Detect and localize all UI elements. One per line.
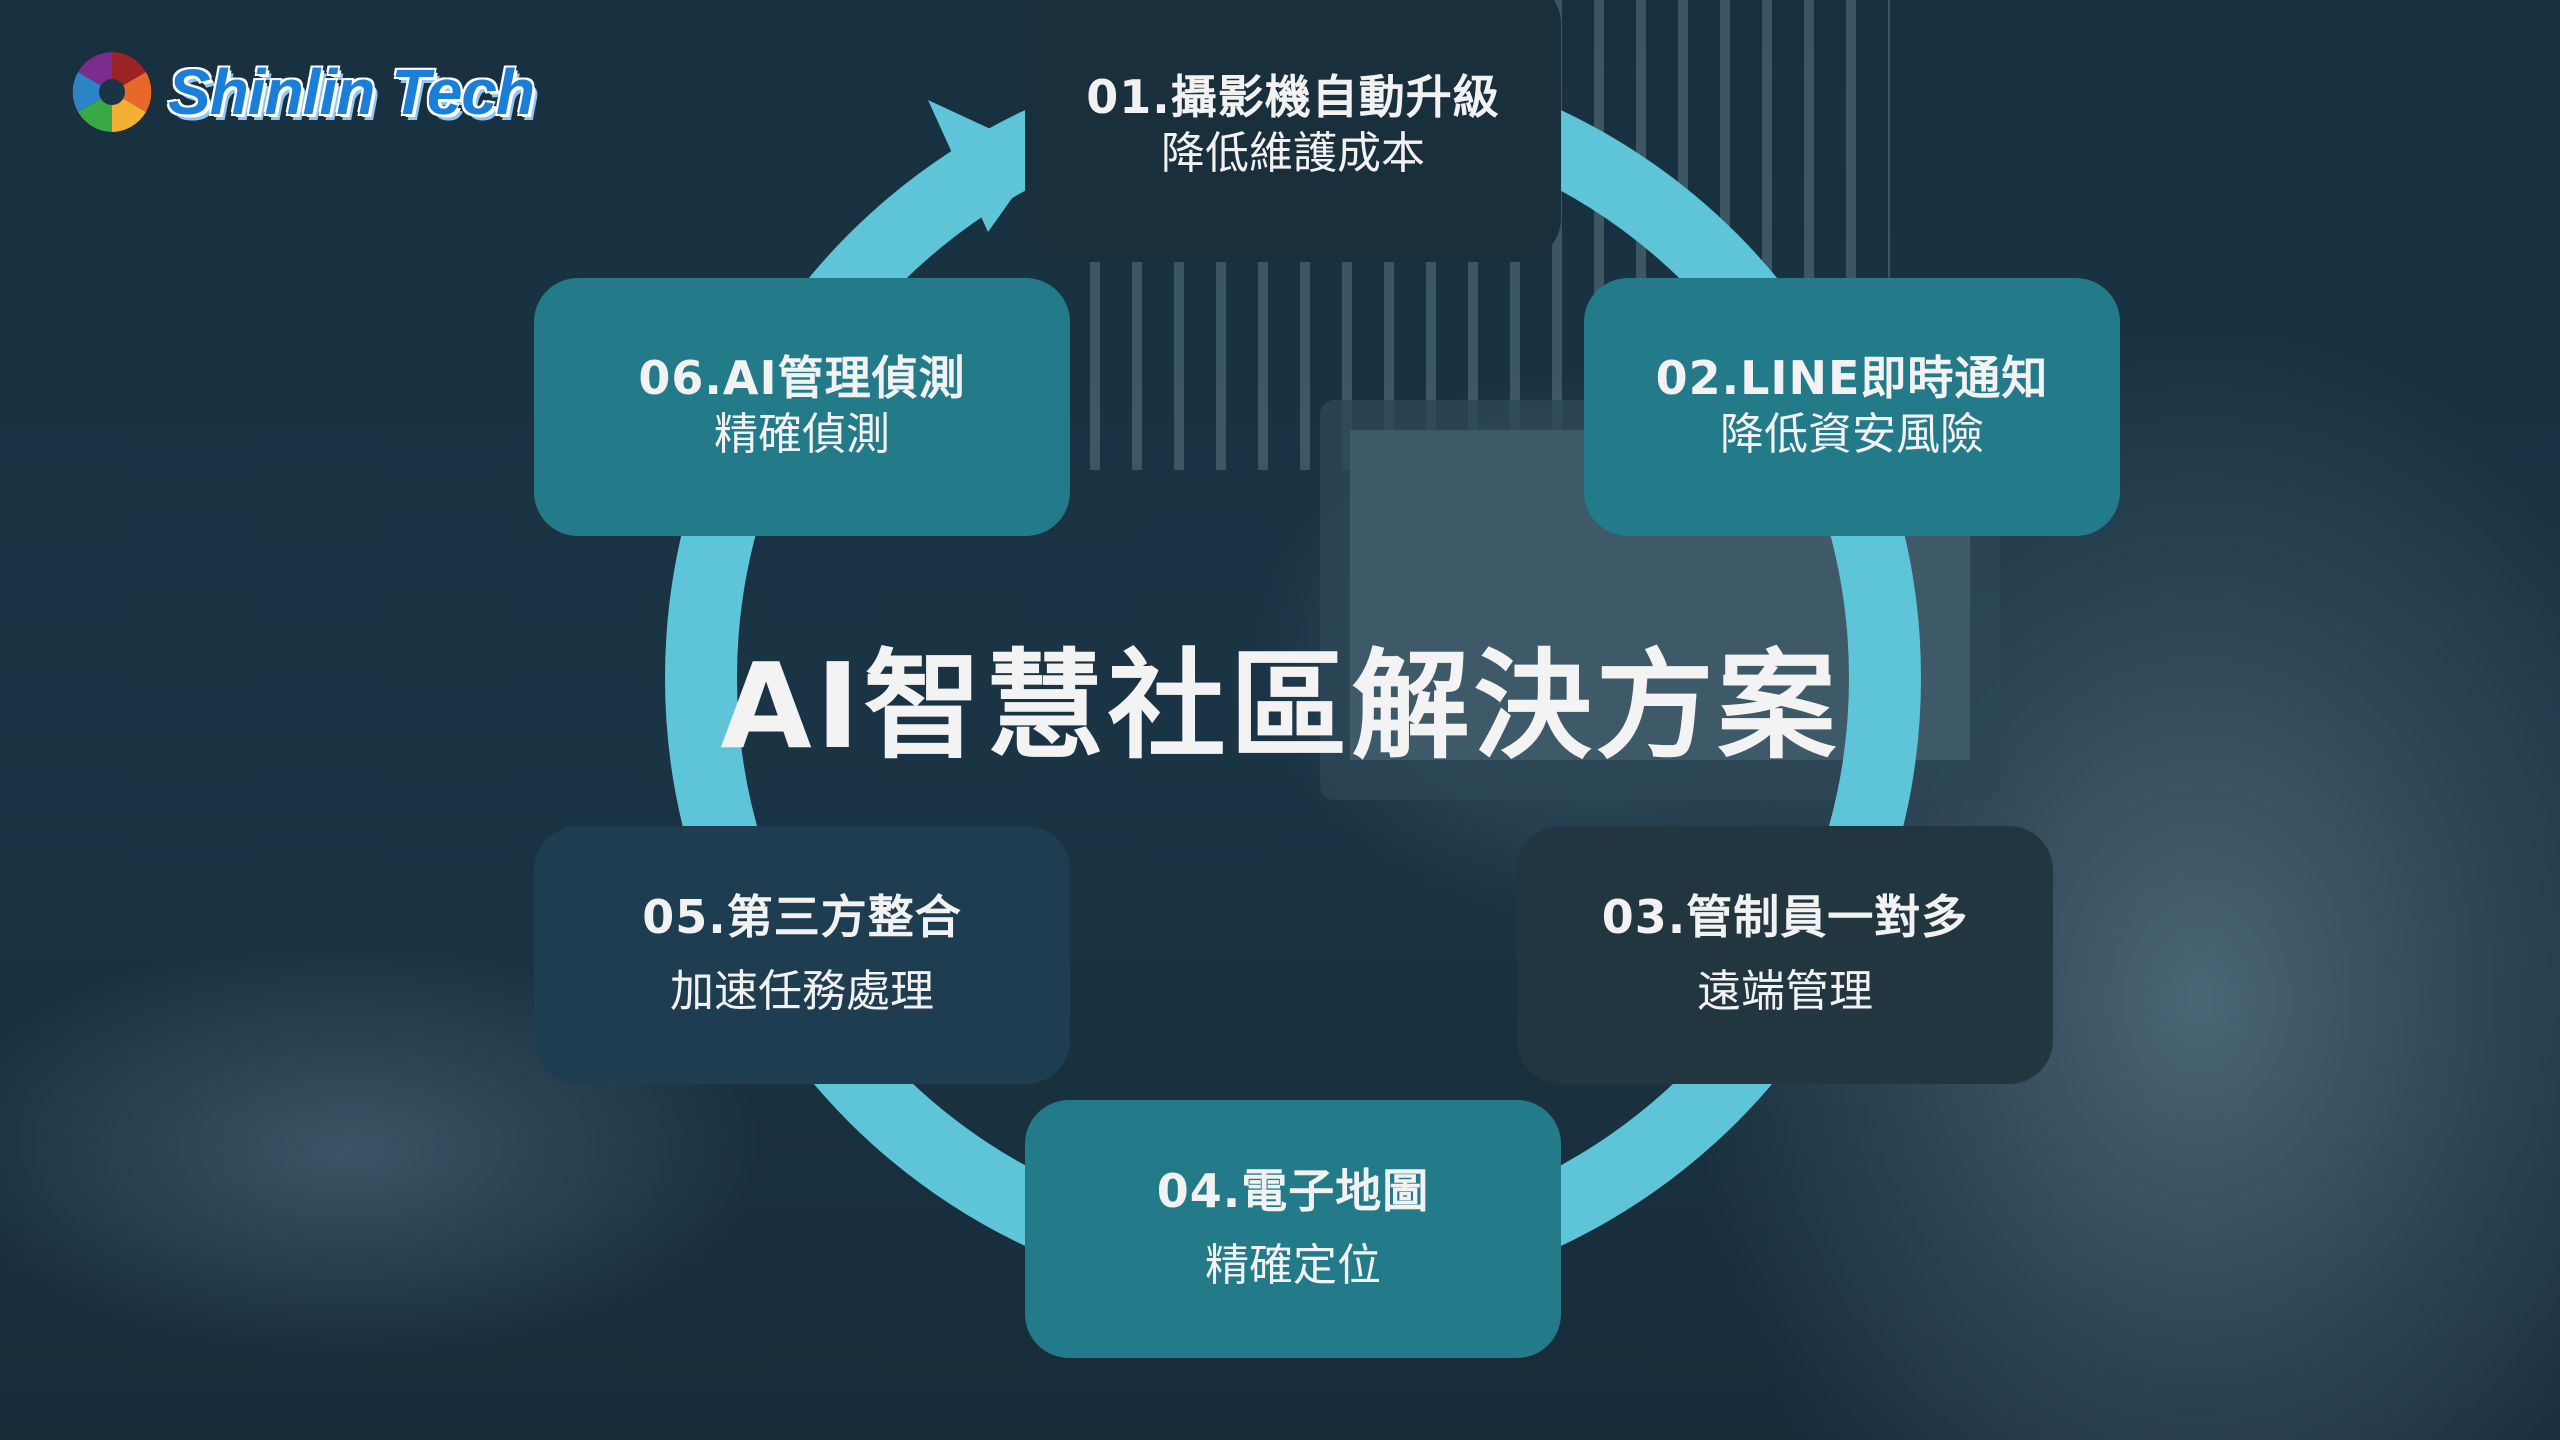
aperture-logo-icon: [72, 52, 152, 132]
step-subtitle: 降低資安風險: [1720, 409, 1984, 461]
company-logo: Shinlin Tech: [70, 50, 535, 134]
step-05-card: 05.第三方整合 加速任務處理: [534, 826, 1070, 1084]
step-title: 05.第三方整合: [642, 890, 962, 945]
step-title: 04.電子地圖: [1156, 1164, 1430, 1219]
logo-text: Shinlin Tech: [168, 56, 535, 128]
step-title: 01.攝影機自動升級: [1086, 70, 1500, 125]
step-02-card: 02.LINE即時通知 降低資安風險: [1584, 278, 2120, 536]
step-title: 02.LINE即時通知: [1655, 351, 2049, 406]
step-subtitle: 精確定位: [1205, 1240, 1381, 1292]
step-subtitle: 降低維護成本: [1161, 128, 1425, 180]
step-title: 03.管制員一對多: [1601, 890, 1969, 945]
step-subtitle: 加速任務處理: [670, 966, 934, 1018]
cycle-arrow-head-icon: [928, 100, 1025, 232]
step-01-card: 01.攝影機自動升級 降低維護成本: [1025, 0, 1561, 262]
step-subtitle: 遠端管理: [1697, 966, 1873, 1018]
step-03-card: 03.管制員一對多 遠端管理: [1517, 826, 2053, 1084]
step-title: 06.AI管理偵測: [638, 351, 966, 406]
page-title: AI智慧社區解決方案: [720, 637, 1840, 775]
step-04-card: 04.電子地圖 精確定位: [1025, 1100, 1561, 1358]
step-subtitle: 精確偵測: [714, 409, 890, 461]
step-06-card: 06.AI管理偵測 精確偵測: [534, 278, 1070, 536]
